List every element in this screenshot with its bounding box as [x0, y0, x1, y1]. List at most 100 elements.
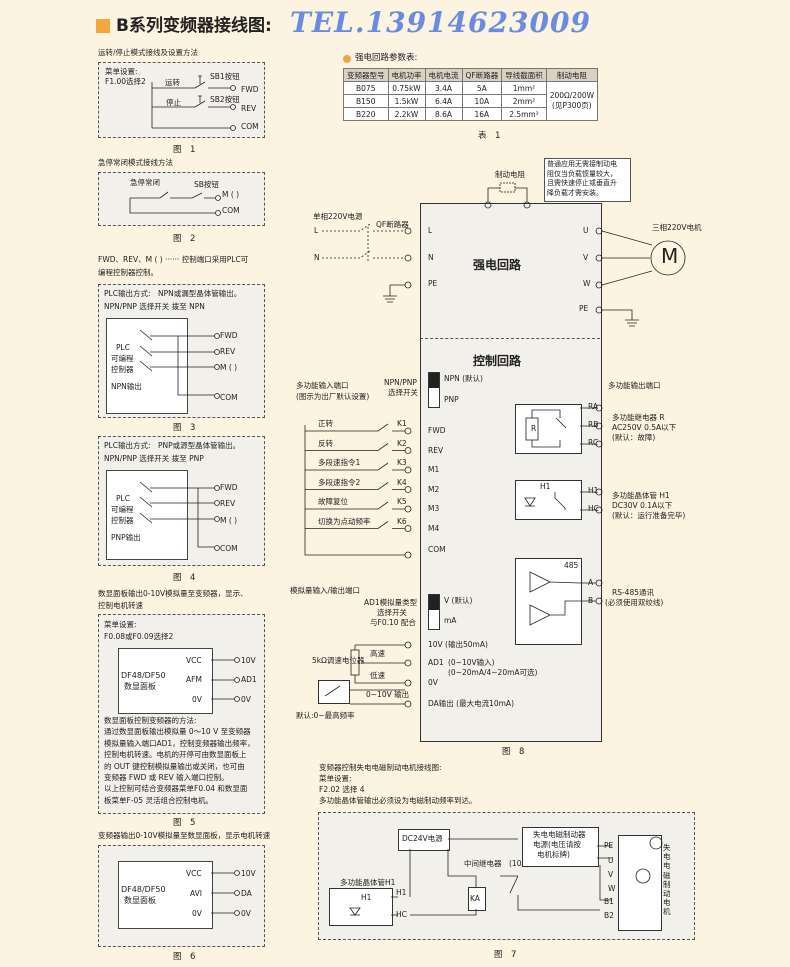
fig5-menu: 菜单设置: [104, 620, 137, 629]
fig2-sb: SB按钮 [194, 180, 219, 189]
table-header-cell: 制动电阻 [545, 68, 599, 82]
fig1-com: COM [241, 122, 259, 131]
fig8-ad1r2: (0~20mA/4~20mA可选) [448, 668, 538, 677]
fig8-note-line: 降负载才需安装。 [547, 188, 603, 197]
fig8-input-terminal-dot [404, 447, 412, 454]
title-marker [96, 19, 110, 33]
motor-icon: M [661, 244, 679, 268]
fig8-note-line: 且需快速停止或垂直升 [547, 179, 617, 187]
fig8-analog: 模拟量输入/输出端口 [290, 586, 361, 595]
fig3-com: COM [220, 393, 238, 402]
fig8-hc: HC [588, 504, 599, 513]
table-header-cell: 电机功率 [387, 68, 426, 82]
fig8-relay-r: R [531, 424, 537, 433]
table-bullet-icon [343, 55, 351, 63]
fig3-out: NPN输出 [111, 382, 142, 391]
fig8-com: COM [428, 545, 446, 554]
fig2-estop: 急停常闭 [130, 178, 160, 187]
fig5-panel [98, 614, 265, 814]
fig4-plc: PLC [116, 494, 130, 503]
fig8-input-terminal: FWD [428, 426, 446, 435]
fig6-display-panel [118, 861, 213, 929]
fig7-intro4: 多功能晶体管输出必须设为电磁制动频率到达。 [319, 796, 477, 805]
fig1-fwd: FWD [241, 85, 259, 94]
fig3-caption: 图 3 [173, 423, 196, 433]
fig1-caption: 图 1 [173, 145, 196, 155]
fig8-brake: 制动电阻 [495, 170, 525, 179]
table-header-cell: 导线截面积 [501, 68, 547, 82]
fig8-multi-in: 多功能输入端口 [296, 381, 349, 390]
fig6-da: DA [241, 889, 252, 898]
fig8-sw2: 选择开关 [388, 388, 418, 397]
fig4-plc-box [106, 470, 188, 560]
fig7-h1: H1 [396, 888, 407, 897]
table-caption: 表 1 [478, 131, 501, 141]
fig8-input-wire [305, 443, 405, 451]
fig8-input-wire [305, 501, 405, 510]
fig8-pe-out: PE [579, 304, 589, 313]
fig8-a: A [588, 578, 594, 587]
inverter-divider [420, 338, 600, 339]
fig8-n-in: N [314, 253, 320, 262]
fig5-desc-line: 数显面板控制变频器的方法: [104, 716, 197, 725]
meter-icon [318, 680, 350, 704]
fig7-motor-char: 动 [663, 889, 671, 899]
fig5-desc-line: 通过数显面板输出模拟量 0～10 V 至变频器 [104, 727, 251, 737]
fig8-multi-in2: (图示为出厂默认设置) [296, 392, 370, 401]
fig5-intro2: 控制电机转速 [98, 601, 143, 610]
fig1-sb1: SB1按钮 [210, 72, 240, 81]
fig8-input-switch: K2 [397, 438, 407, 448]
fig8-n: N [428, 253, 434, 262]
fig2-caption: 图 2 [173, 234, 196, 244]
fig6-panel-model: DF48/DF50 [121, 885, 166, 894]
fig8-qf: QF断路器 [376, 220, 409, 229]
fig6-0v: 0V [241, 909, 251, 918]
fig3-fwd: FWD [220, 331, 238, 340]
fig4-rev: REV [220, 499, 236, 508]
fig8-485: 485 [564, 561, 579, 570]
fig7-v: V [608, 870, 614, 879]
fig8-input-switch: K6 [397, 516, 407, 526]
fig8-input-function: 正转 [318, 419, 333, 428]
fig8-input-terminal-dot [404, 486, 412, 493]
fig8-pot: 5kΩ调速电位器 [312, 656, 365, 665]
npn-switch-knob [429, 373, 439, 388]
fig3-plc: PLC [116, 343, 130, 352]
fig8-input-switch: K1 [397, 419, 407, 428]
fig7-motor-char: 失 [663, 843, 671, 852]
fig8-input-function: 反转 [318, 438, 333, 448]
fig8-input-terminal: M2 [428, 484, 440, 494]
table-cell-resistor: 200Ω/200W(见P300页) [545, 81, 599, 121]
fig6-vcc: VCC [186, 869, 202, 878]
table-cell: 2.5mm² [501, 107, 547, 121]
fig7-w: W [608, 884, 616, 893]
fig8-tr3: (默认：运行准备完毕) [612, 511, 686, 520]
fig8-relay1: 多功能继电器 R [612, 413, 665, 422]
fig5-ad1: AD1 [241, 675, 257, 684]
inverter-body [420, 203, 602, 742]
table-header-cell: 变频器型号 [343, 68, 389, 82]
fig8-input-switch: K5 [397, 497, 407, 506]
fig4-plc2: 可编程 [111, 505, 134, 514]
fig8-rs1: RS-485通讯 [612, 588, 654, 597]
fig8-multi-out: 多功能输出端口 [608, 381, 661, 390]
fig8-rs2: (必须使用双绞线) [605, 598, 664, 607]
fig8-input-terminal-dot [404, 466, 412, 474]
fig8-da: DA输出 (最大电流10mA) [428, 699, 514, 708]
fig8-input-terminal: REV [428, 445, 444, 455]
fig1-stop: 停止 [166, 98, 181, 107]
fig8-caption: 图 8 [502, 747, 525, 757]
fig6-caption: 图 6 [173, 952, 196, 962]
fig7-motor-char: 电 [663, 898, 671, 908]
fig5-caption: 图 5 [173, 818, 196, 828]
fig8-input-terminal: M1 [428, 465, 440, 474]
fig7-caption: 图 7 [494, 950, 517, 960]
fig4-plc3: 控制器 [111, 516, 134, 525]
fig7-h1-in: H1 [361, 893, 372, 902]
fig8-rb: RB [588, 420, 599, 429]
fig8-input-wire [305, 521, 405, 529]
fig8-tr2: DC30V 0.1A以下 [612, 501, 673, 510]
fig4-com: COM [220, 544, 238, 553]
fig8-h1: H1 [588, 486, 599, 495]
